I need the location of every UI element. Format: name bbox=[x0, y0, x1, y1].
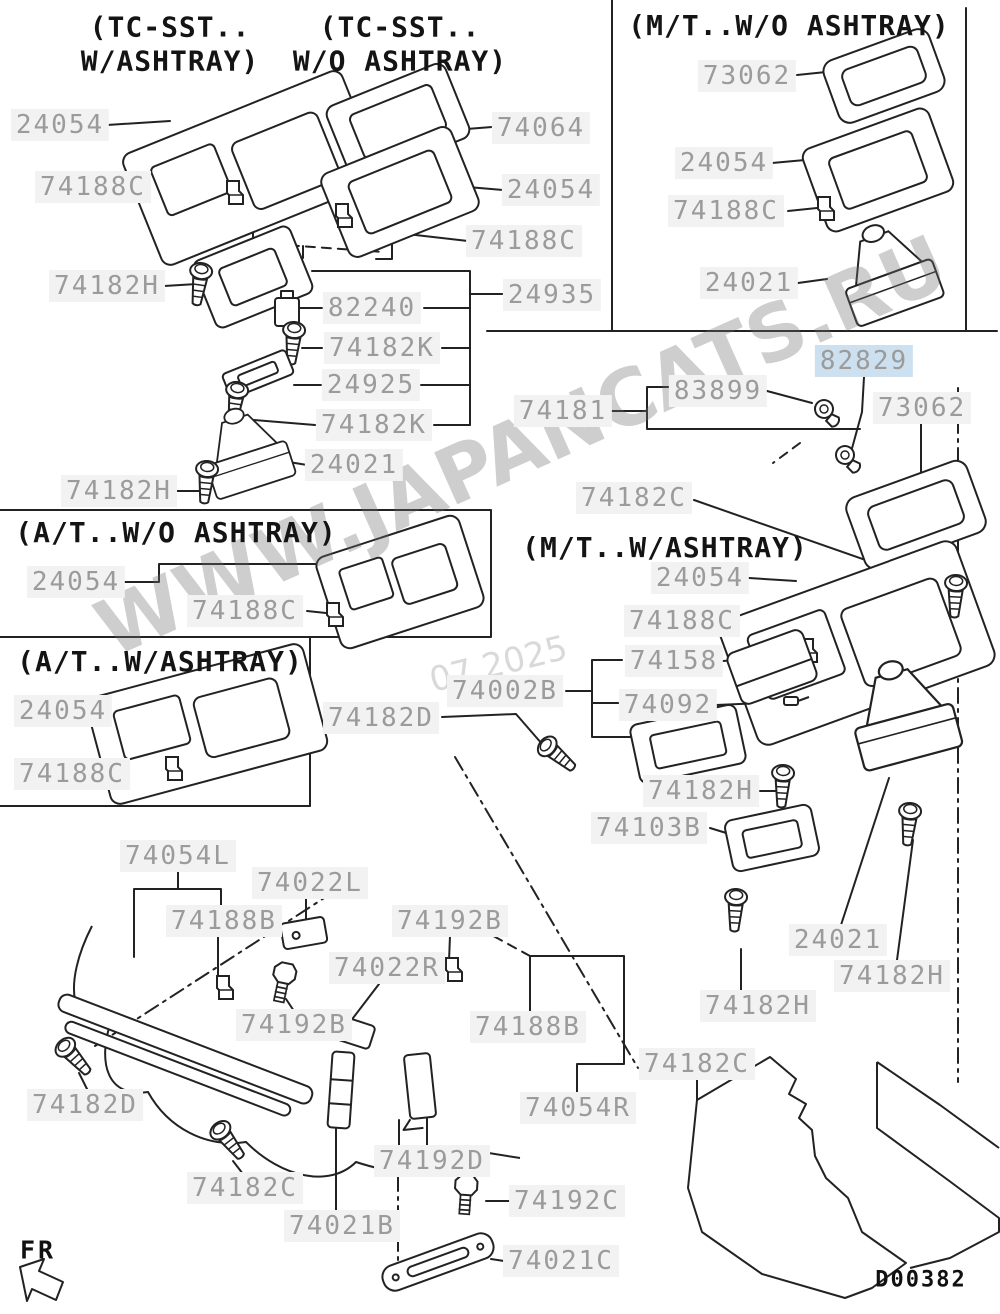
section-header-tcsst-wo-ashtray: (TC-SST.. W/O ASHTRAY) bbox=[292, 10, 508, 77]
part-label-74022L-35[interactable]: 74022L bbox=[252, 867, 368, 899]
part-console-body bbox=[687, 1056, 1000, 1299]
part-label-74182C-48[interactable]: 74182C bbox=[187, 1172, 303, 1204]
part-label-24935-7[interactable]: 24935 bbox=[502, 279, 602, 311]
part-label-74064-2[interactable]: 74064 bbox=[491, 112, 591, 144]
part-label-24925-9[interactable]: 24925 bbox=[321, 369, 421, 401]
part-label-74188B-36[interactable]: 74188B bbox=[166, 905, 282, 937]
part-bezel-tcsst-no-ashtray bbox=[320, 126, 480, 258]
part-label-74182H-12[interactable]: 74182H bbox=[61, 475, 177, 507]
part-label-24021-45[interactable]: 24021 bbox=[788, 924, 888, 956]
part-label-74021C-51[interactable]: 74021C bbox=[503, 1245, 619, 1277]
section-header-at-wo-ashtray: (A/T..W/O ASHTRAY) bbox=[15, 516, 337, 550]
part-label-82829-17[interactable]: 82829 bbox=[814, 345, 914, 377]
part-label-24054-0[interactable]: 24054 bbox=[10, 109, 110, 141]
part-label-82240-6[interactable]: 82240 bbox=[322, 292, 422, 324]
part-label-74181-19[interactable]: 74181 bbox=[513, 395, 613, 427]
part-bolt-74192b-1 bbox=[267, 960, 299, 1005]
part-screw-74182h-5 bbox=[722, 887, 749, 934]
part-socket-83899 bbox=[811, 396, 842, 431]
fr-direction-label: FR bbox=[19, 1235, 57, 1265]
section-header-at-w-ashtray: (A/T..W/ASHTRAY) bbox=[17, 645, 303, 679]
part-lid-74158 bbox=[726, 629, 818, 705]
part-label-24054-26[interactable]: 24054 bbox=[650, 562, 750, 594]
part-label-74182H-32[interactable]: 74182H bbox=[643, 775, 759, 807]
part-bracket-74021b bbox=[326, 1050, 356, 1130]
part-bolt-74192c bbox=[452, 1173, 479, 1216]
part-clip-74192b-2 bbox=[445, 957, 463, 982]
section-header-mt-wo-ashtray: (M/T..W/O ASHTRAY) bbox=[628, 9, 950, 43]
part-label-74182C-46[interactable]: 74182C bbox=[639, 1048, 755, 1080]
part-label-24054-22[interactable]: 24054 bbox=[26, 566, 126, 598]
part-tray-74002b bbox=[629, 703, 747, 785]
part-label-74188C-1[interactable]: 74188C bbox=[35, 171, 151, 203]
part-label-83899-18[interactable]: 83899 bbox=[668, 375, 768, 407]
part-label-74188C-23[interactable]: 74188C bbox=[187, 595, 303, 627]
part-label-74182D-41[interactable]: 74182D bbox=[27, 1089, 143, 1121]
part-label-74192D-47[interactable]: 74192D bbox=[374, 1145, 490, 1177]
part-label-24054-3[interactable]: 24054 bbox=[501, 174, 601, 206]
part-tray-74103b bbox=[724, 803, 820, 873]
part-rail-74054l bbox=[57, 993, 314, 1117]
part-bracket-74022l bbox=[279, 916, 329, 951]
part-label-74002B-29[interactable]: 74002B bbox=[447, 675, 563, 707]
part-bracket-74192d bbox=[402, 1052, 437, 1131]
section-header-mt-w-ashtray: (M/T..W/ASHTRAY) bbox=[522, 531, 808, 565]
part-ring-73062-1 bbox=[822, 28, 946, 124]
fr-direction-arrow-icon bbox=[19, 1258, 64, 1302]
part-label-74192B-39[interactable]: 74192B bbox=[236, 1009, 352, 1041]
section-header-tcsst-w-ashtray: (TC-SST.. W/ASHTRAY) bbox=[80, 10, 260, 77]
part-label-74054L-34[interactable]: 74054L bbox=[120, 840, 236, 872]
part-drawings bbox=[19, 28, 1000, 1302]
part-bezel-mt-no-ashtray bbox=[801, 107, 955, 233]
diagram-code: D00382 bbox=[875, 1267, 967, 1293]
part-label-74188C-4[interactable]: 74188C bbox=[466, 225, 582, 257]
part-screw-74182h-3 bbox=[769, 763, 796, 810]
part-label-24021-11[interactable]: 24021 bbox=[304, 449, 404, 481]
part-label-74182C-21[interactable]: 74182C bbox=[576, 482, 692, 514]
part-label-74188C-15[interactable]: 74188C bbox=[668, 195, 784, 227]
part-label-73062-13[interactable]: 73062 bbox=[697, 60, 797, 92]
part-label-24021-16[interactable]: 24021 bbox=[699, 267, 799, 299]
part-clip-74188b-1 bbox=[216, 975, 234, 1000]
part-label-74022R-38[interactable]: 74022R bbox=[329, 952, 445, 984]
part-screw-74182d-1 bbox=[533, 731, 582, 778]
part-screw-74182h-4 bbox=[895, 801, 923, 848]
part-label-74054R-42[interactable]: 74054R bbox=[520, 1092, 636, 1124]
part-label-74188B-40[interactable]: 74188B bbox=[470, 1011, 586, 1043]
part-strap-74021c bbox=[381, 1232, 495, 1292]
part-label-74182K-10[interactable]: 74182K bbox=[316, 409, 432, 441]
part-label-74092-30[interactable]: 74092 bbox=[618, 689, 718, 721]
part-label-24054-24[interactable]: 24054 bbox=[13, 695, 113, 727]
part-label-74103B-33[interactable]: 74103B bbox=[591, 812, 707, 844]
part-label-74182D-31[interactable]: 74182D bbox=[323, 702, 439, 734]
part-label-24054-14[interactable]: 24054 bbox=[674, 147, 774, 179]
part-pin-74092 bbox=[783, 696, 810, 706]
part-label-74182H-43[interactable]: 74182H bbox=[700, 990, 816, 1022]
part-bezel-at-ashtray bbox=[85, 643, 329, 805]
part-label-74182H-44[interactable]: 74182H bbox=[834, 960, 950, 992]
part-label-74192C-50[interactable]: 74192C bbox=[509, 1185, 625, 1217]
part-label-74158-28[interactable]: 74158 bbox=[624, 645, 724, 677]
part-socket-82829 bbox=[832, 442, 863, 477]
part-label-74021B-49[interactable]: 74021B bbox=[284, 1210, 400, 1242]
part-label-74188C-25[interactable]: 74188C bbox=[14, 758, 130, 790]
part-label-74192B-37[interactable]: 74192B bbox=[392, 905, 508, 937]
part-label-73062-20[interactable]: 73062 bbox=[872, 392, 972, 424]
part-label-74182K-8[interactable]: 74182K bbox=[324, 332, 440, 364]
part-label-74182H-5[interactable]: 74182H bbox=[49, 270, 165, 302]
part-label-74188C-27[interactable]: 74188C bbox=[624, 605, 740, 637]
